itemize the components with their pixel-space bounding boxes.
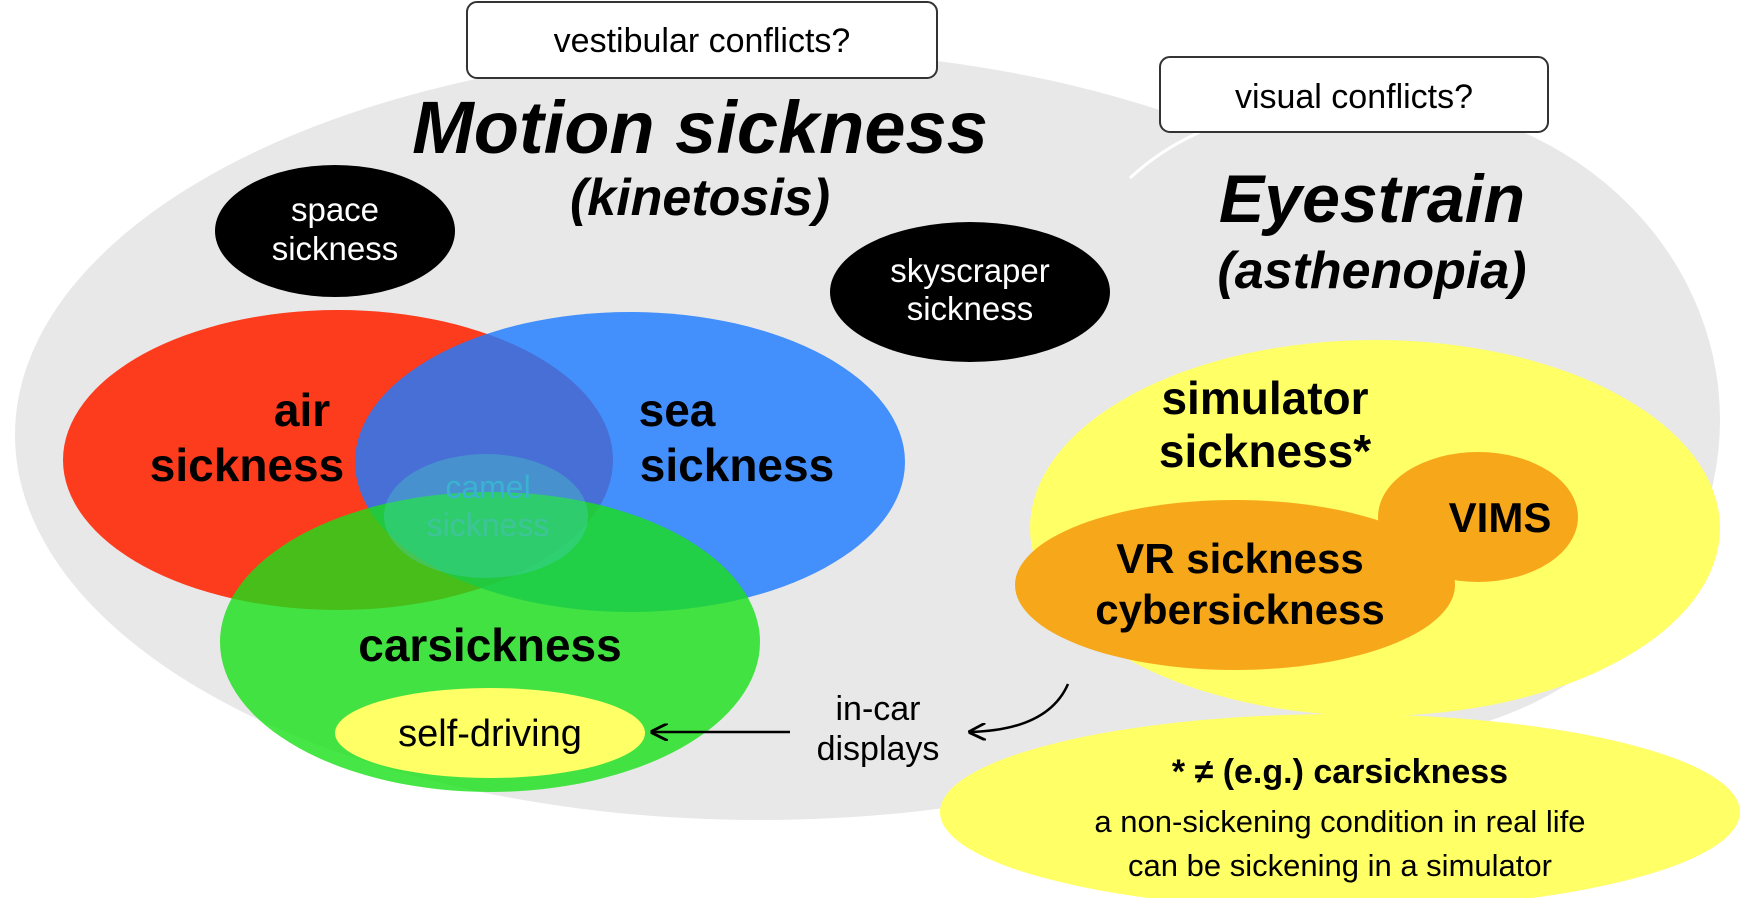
eyestrain-subtitle: (asthenopia) [1217,242,1526,300]
footnote-title: * ≠ (e.g.) carsickness [1172,753,1508,791]
sea-sickness-line-2: sickness [640,439,834,491]
in-car-displays-line-2: displays [817,730,940,768]
motion-sickness-subtitle: (kinetosis) [570,169,830,227]
skyscraper-sickness-line-2: sickness [907,290,1034,327]
eyestrain-title: Eyestrain [1219,161,1525,237]
air-sickness-line-1: air [274,384,330,436]
space-sickness-ellipse: space sickness [215,165,455,297]
visual-conflicts-label: visual conflicts? [1235,78,1473,116]
sea-sickness-line-1: sea [639,384,716,436]
vestibular-conflicts-box: vestibular conflicts? [466,1,938,79]
vims-label: VIMS [1449,494,1552,541]
footnote-line-2: can be sickening in a simulator [1128,848,1552,883]
vr-sickness-line-1: VR sickness [1116,535,1364,582]
in-car-displays-line-1: in-car [835,690,920,728]
space-sickness-line-2: sickness [272,230,399,267]
air-sickness-line-2: sickness [150,439,344,491]
skyscraper-sickness-ellipse: skyscraper sickness [830,222,1110,362]
footnote-line-1: a non-sickening condition in real life [1094,804,1585,839]
camel-sickness-line-2: sickness [427,507,550,543]
camel-sickness-line-1: camel [445,469,530,505]
vr-sickness-line-2: cybersickness [1095,586,1385,633]
carsickness-label: carsickness [358,619,621,671]
simulator-sickness-line-2: sickness* [1159,425,1371,477]
space-sickness-line-1: space [291,191,379,228]
visual-conflicts-box: visual conflicts? [1159,56,1549,133]
region-divider [1128,130,1201,180]
simulator-sickness-line-1: simulator [1161,372,1368,424]
self-driving-ellipse: self-driving [335,688,645,778]
skyscraper-sickness-line-1: skyscraper [890,252,1050,289]
arrow-from-simulator [970,683,1070,732]
motion-sickness-title: Motion sickness [412,86,988,169]
camel-sickness-ellipse [384,454,588,578]
footnote-ellipse: * ≠ (e.g.) carsickness a non-sickening c… [940,714,1740,898]
vestibular-conflicts-label: vestibular conflicts? [554,22,851,60]
self-driving-label: self-driving [398,713,582,755]
vr-sickness-ellipse [1015,500,1455,670]
